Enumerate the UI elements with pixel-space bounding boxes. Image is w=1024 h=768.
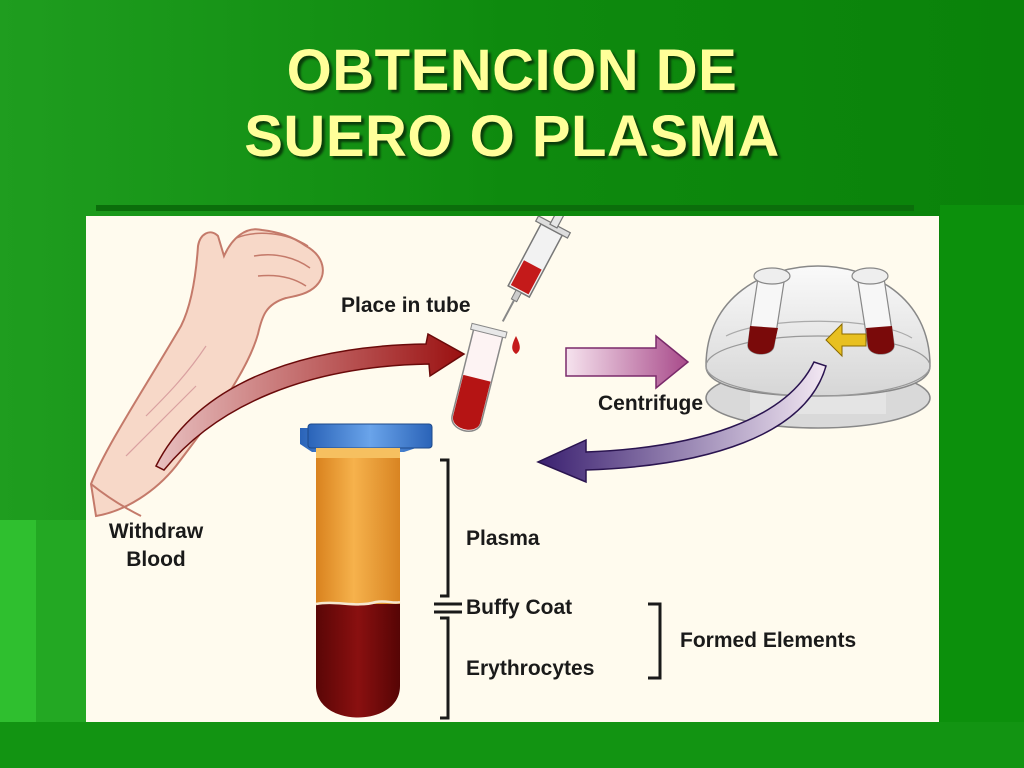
label-buffy-coat: Buffy Coat	[466, 596, 573, 619]
label-erythrocytes: Erythrocytes	[466, 657, 595, 680]
formed-elements-bracket	[648, 602, 662, 680]
slide-title: OBTENCION DE SUERO O PLASMA	[0, 38, 1024, 170]
blood-drop-icon	[512, 336, 520, 354]
diagram-panel: Place in tube Centrifuge Withdraw Blood …	[86, 216, 939, 722]
arm-icon	[89, 228, 324, 518]
plasma-bracket	[440, 458, 450, 598]
label-withdraw: Withdraw Blood	[90, 520, 222, 572]
buffy-coat-marker	[434, 602, 462, 614]
title-line-2: SUERO O PLASMA	[244, 104, 780, 169]
label-formed-elements: Formed Elements	[680, 629, 857, 652]
centrifuge-icon	[705, 265, 931, 429]
arrow-centrifuge-to-tube	[536, 361, 827, 484]
syringe-icon	[501, 216, 572, 322]
test-tube-icon	[451, 322, 508, 432]
separated-tube-icon	[300, 423, 433, 718]
label-withdraw-line2: Blood	[126, 548, 186, 571]
label-withdraw-line1: Withdraw	[108, 520, 204, 543]
arrow-arm-to-tube	[154, 332, 466, 471]
erythrocytes-bracket	[440, 616, 450, 720]
label-plasma: Plasma	[466, 527, 540, 550]
label-place-in-tube: Place in tube	[341, 294, 471, 317]
label-centrifuge: Centrifuge	[598, 392, 703, 415]
diagram-drawing	[89, 216, 931, 720]
title-line-1: OBTENCION DE	[286, 38, 738, 103]
rotation-arrow-icon	[825, 322, 867, 358]
arrow-tube-to-centrifuge	[565, 334, 690, 390]
